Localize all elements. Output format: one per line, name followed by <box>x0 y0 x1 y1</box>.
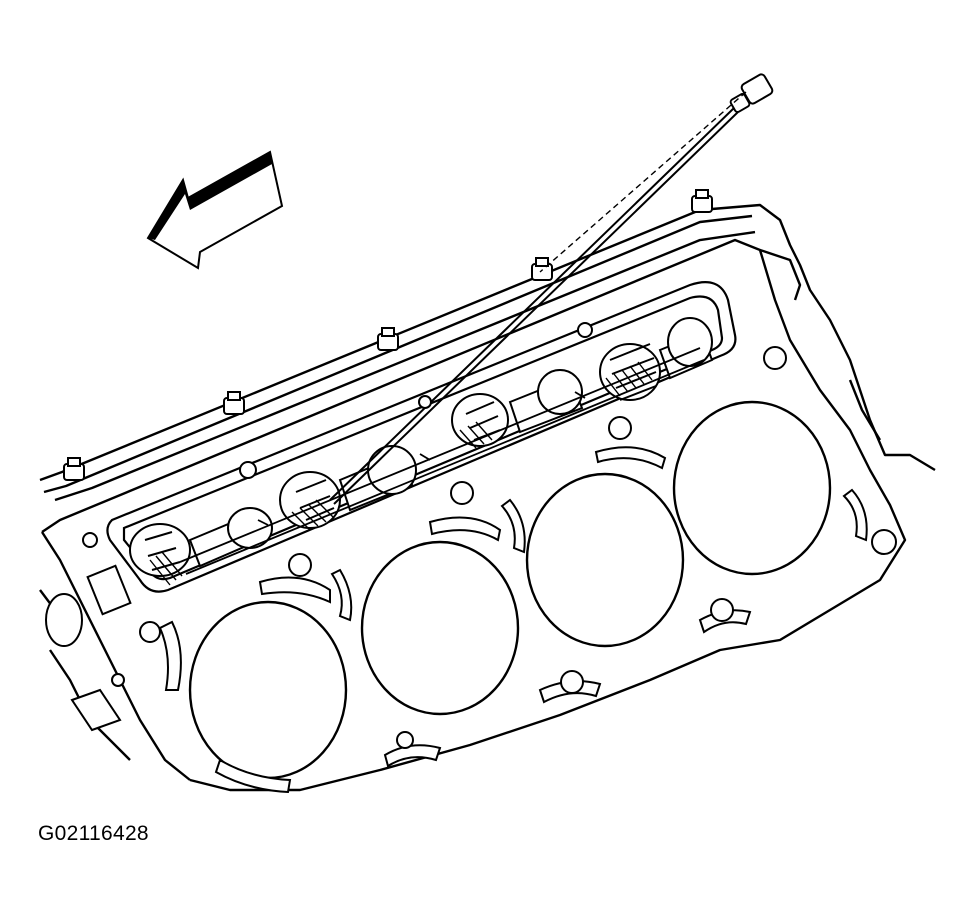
lifter-guide-1 <box>129 507 273 577</box>
bolt-2 <box>223 391 245 415</box>
cylinder-bore-3 <box>525 472 685 648</box>
dowel-and-bolt-holes <box>82 322 897 749</box>
bolt-4 <box>531 257 553 281</box>
bolt-1 <box>63 457 85 481</box>
cylinder-bore-2 <box>360 540 520 716</box>
figure-id-label: G02116428 <box>38 822 149 845</box>
head-bolts <box>63 189 713 481</box>
guide-retainer-bar <box>179 347 705 575</box>
lifter-hatching <box>149 361 653 586</box>
bolt-3 <box>377 327 399 351</box>
cylinder-bore-4 <box>672 400 832 576</box>
retainer-bolt <box>329 73 774 505</box>
lifter-valley <box>106 281 737 593</box>
bolt-5 <box>691 189 713 213</box>
block-lower-detail <box>45 564 132 732</box>
cylinder-bores <box>188 400 832 780</box>
alignment-line <box>539 91 747 273</box>
lifter-guide-3 <box>451 369 584 447</box>
direction-arrow <box>146 150 284 270</box>
lifter-guide-4 <box>599 317 714 401</box>
cylinder-bore-1 <box>188 600 348 780</box>
